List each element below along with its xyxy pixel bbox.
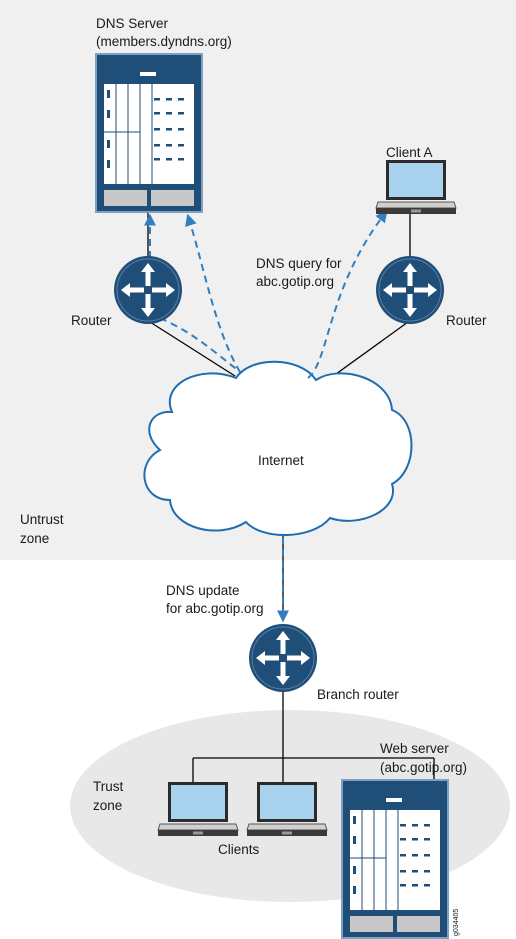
router-left-icon [113,255,183,325]
dns-query-label-1: DNS query for [256,256,342,271]
trust-zone-label-1: Trust [93,779,123,794]
router-right-icon [375,255,445,325]
internet-label: Internet [258,453,304,468]
figure-id: g034405 [453,909,460,936]
clients-label: Clients [218,842,260,857]
client-a-laptop-icon [375,159,457,215]
web-server-host: (abc.gotip.org) [380,760,467,775]
internet-cloud [143,360,413,537]
dns-server-icon [95,53,203,213]
client-laptop-1-icon [157,781,239,837]
client-a-label: Client A [386,145,433,160]
trust-zone-label-2: zone [93,798,122,813]
router-left-label: Router [71,313,112,328]
router-right-label: Router [446,313,487,328]
branch-router-label: Branch router [317,687,399,702]
untrust-zone-label-1: Untrust [20,512,64,527]
branch-router-icon [248,623,318,693]
internet-to-dns-flow [185,213,241,373]
dns-query-flow [307,210,388,379]
dns-update-label-1: DNS update [166,583,240,598]
untrust-zone-label-2: zone [20,531,49,546]
web-server-icon [341,779,449,939]
dns-server-title: DNS Server [96,16,169,31]
dns-update-label-2: for abc.gotip.org [166,601,264,616]
dns-query-label-2: abc.gotip.org [256,274,334,289]
web-server-title: Web server [380,741,449,756]
client-laptop-2-icon [246,781,328,837]
router-to-internet-flow [159,317,241,373]
dns-flows [144,210,388,623]
dns-server-host: (members.dyndns.org) [96,34,232,49]
